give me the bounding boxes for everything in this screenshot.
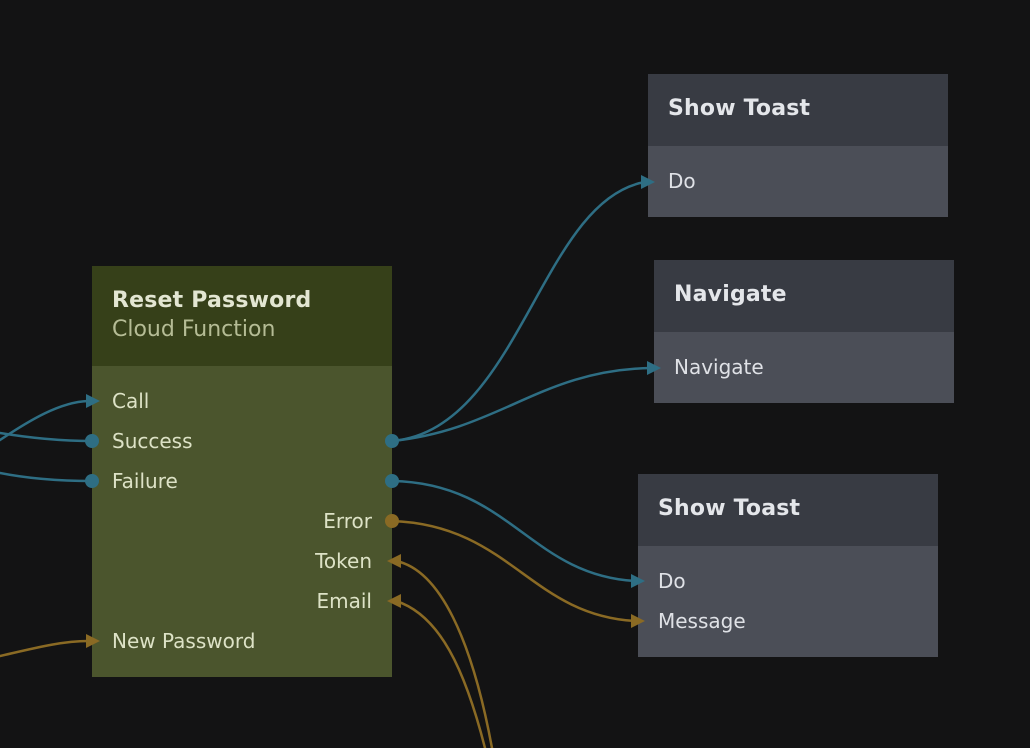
node-header[interactable]: Navigate xyxy=(654,260,954,332)
port-email[interactable]: Email xyxy=(316,589,373,613)
node-title: Navigate xyxy=(674,282,787,307)
port-failure[interactable]: Failure xyxy=(112,469,178,493)
port-error[interactable]: Error xyxy=(323,509,372,533)
port-do[interactable]: Do xyxy=(658,569,686,593)
node-header[interactable]: Show Toast xyxy=(648,74,948,146)
port-success[interactable]: Success xyxy=(112,429,193,453)
node-title: Reset Password xyxy=(112,288,312,313)
node-title: Show Toast xyxy=(668,96,811,121)
port-token[interactable]: Token xyxy=(315,549,372,573)
show-toast-node[interactable]: Show Toast Do Message xyxy=(638,474,938,657)
node-header[interactable]: Show Toast xyxy=(638,474,938,546)
navigate-node[interactable]: Navigate Navigate xyxy=(654,260,954,403)
port-do[interactable]: Do xyxy=(668,169,696,193)
node-header[interactable]: Reset Password Cloud Function xyxy=(92,266,392,366)
show-toast-node[interactable]: Show Toast Do xyxy=(648,74,948,217)
port-new-password[interactable]: New Password xyxy=(112,629,256,653)
node-title: Show Toast xyxy=(658,496,801,521)
reset-password-node[interactable]: Reset Password Cloud Function Call Succe… xyxy=(92,266,392,677)
node-subtitle: Cloud Function xyxy=(112,317,276,342)
port-call[interactable]: Call xyxy=(112,389,150,413)
port-navigate[interactable]: Navigate xyxy=(674,355,764,379)
port-message[interactable]: Message xyxy=(658,609,746,633)
